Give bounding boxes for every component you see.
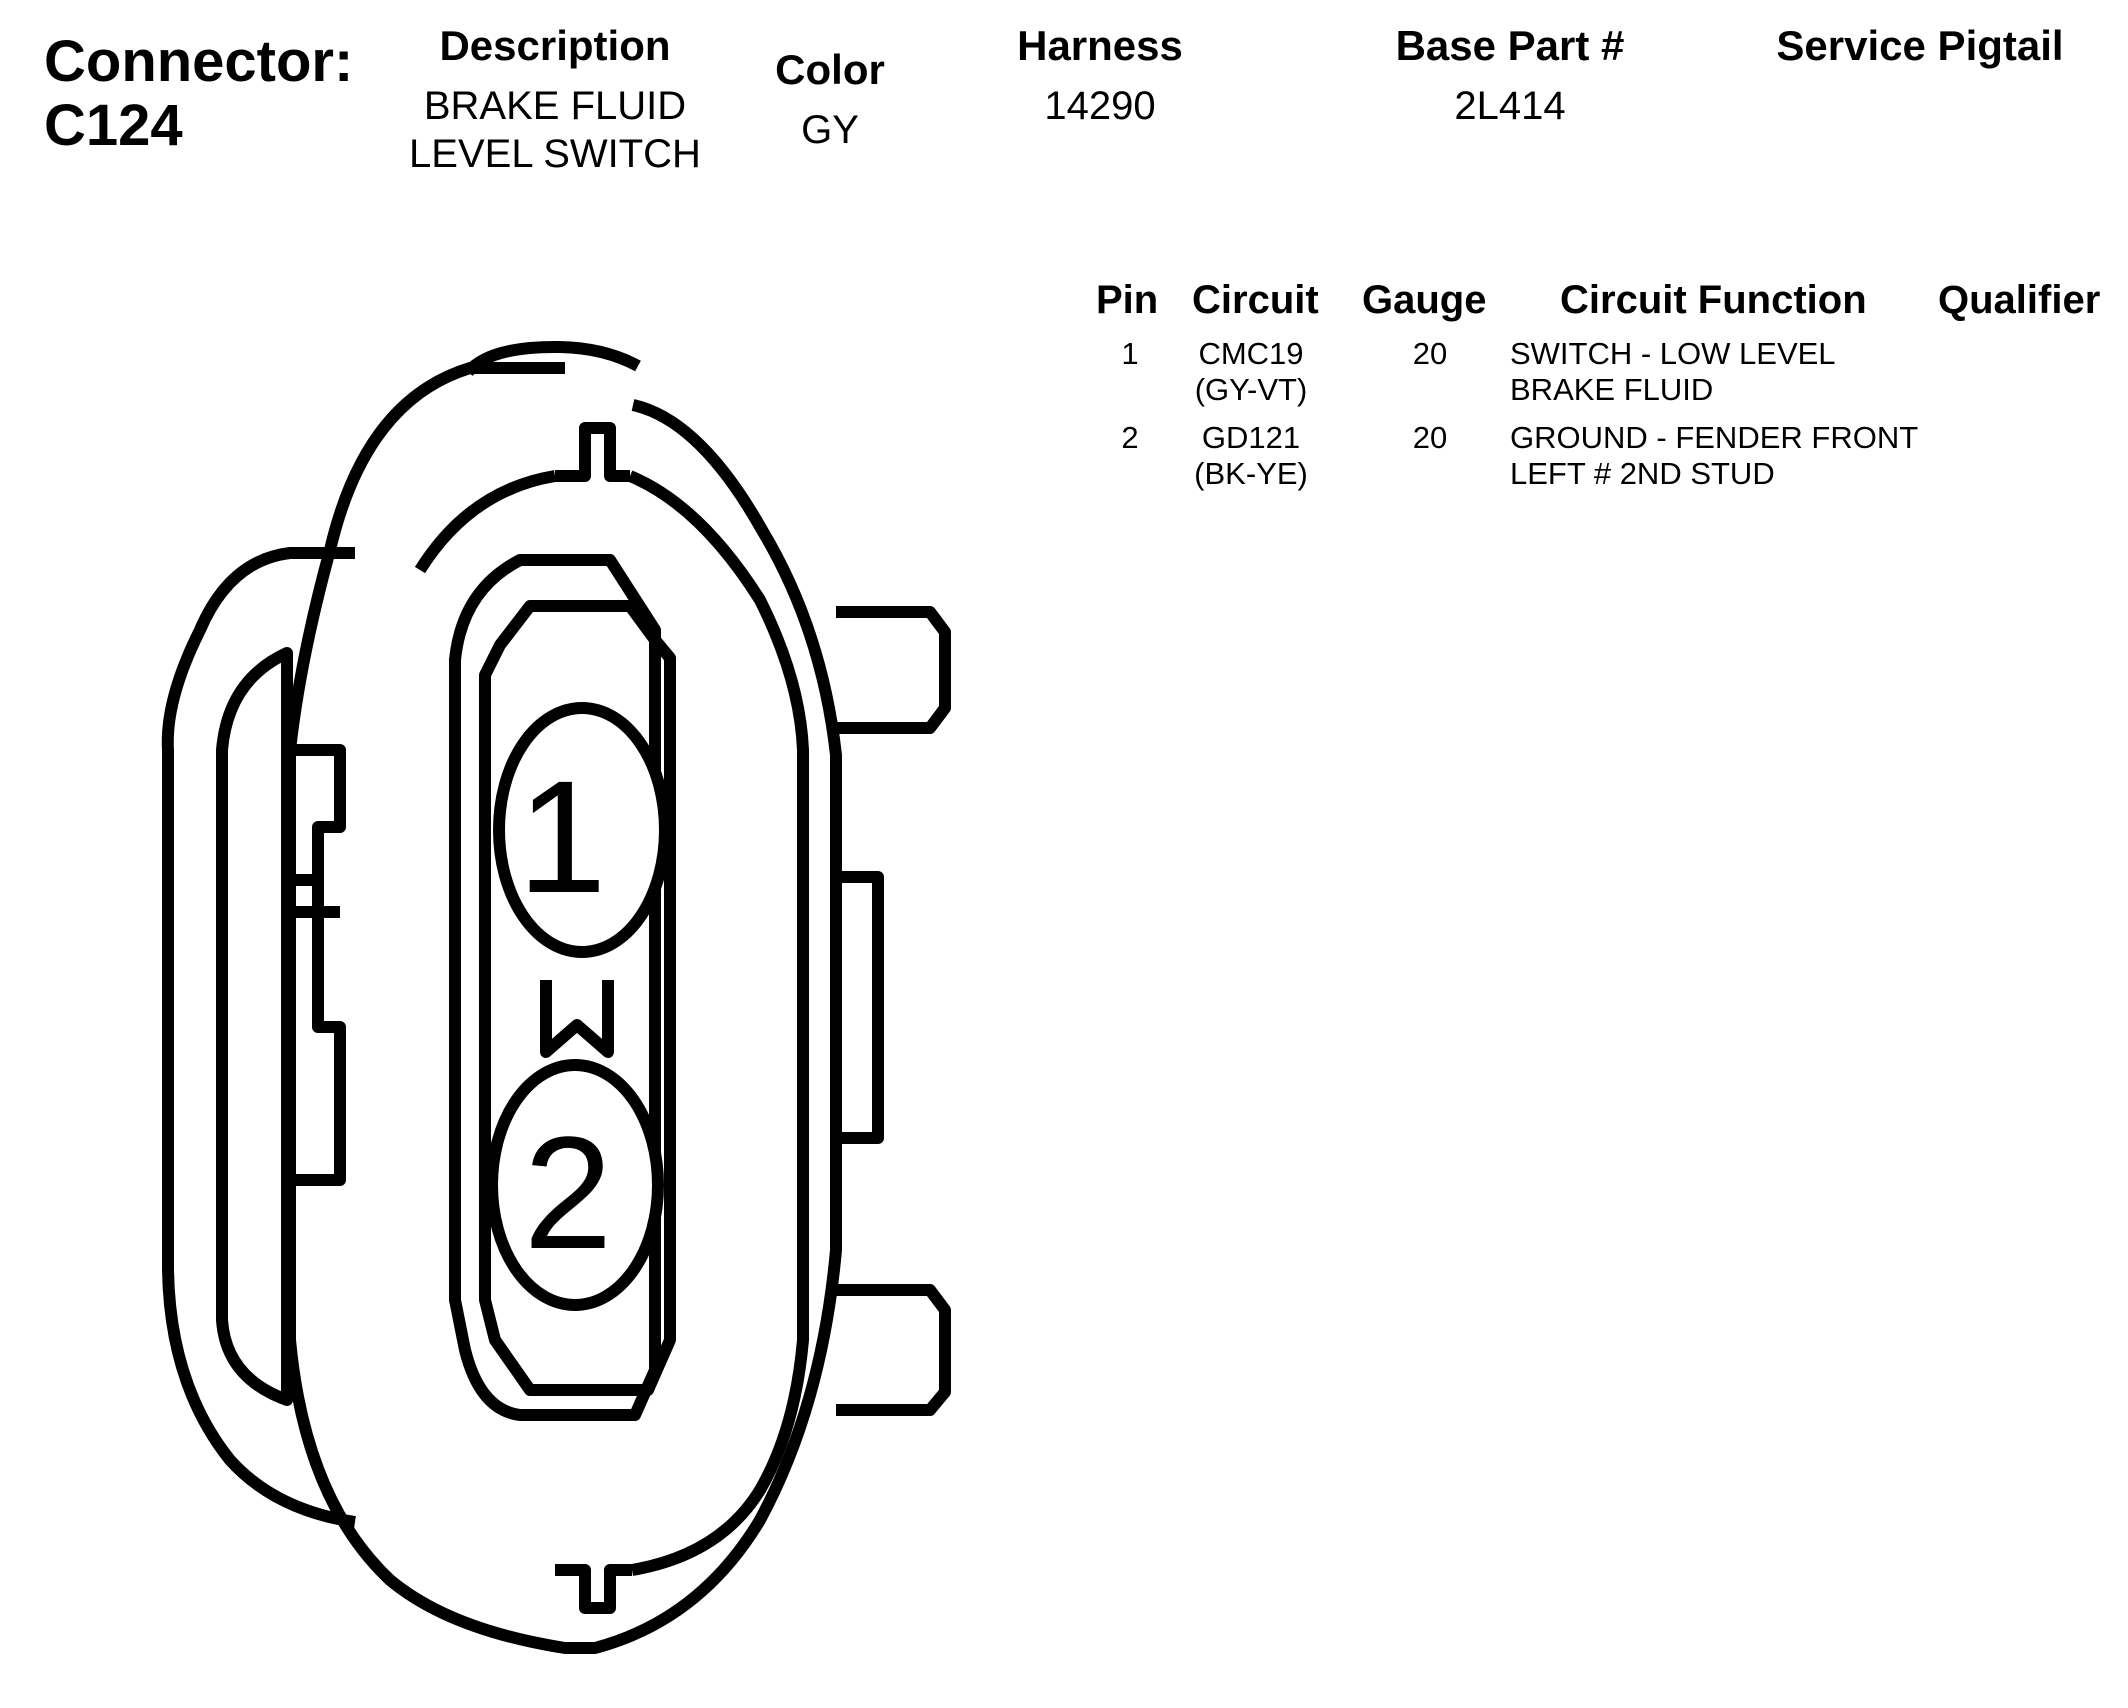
harness-label: Harness <box>1017 22 1183 69</box>
column-header-gauge: Gauge <box>1362 278 1487 322</box>
pin-1-circle <box>493 702 671 958</box>
pin-2-label: 2 <box>524 1103 613 1282</box>
column-header-pin: Pin <box>1096 278 1159 322</box>
description-label: Description <box>439 22 671 69</box>
pin-1-label: 1 <box>518 747 607 926</box>
row1-pin: 1 <box>1121 336 1139 371</box>
housing-top-lobe <box>463 340 641 377</box>
connector-id: C124 <box>44 93 183 158</box>
housing-body-oval <box>284 362 842 1654</box>
housing-slot-left <box>216 647 293 1406</box>
color-value: GY <box>801 108 859 152</box>
description-value: BRAKE FLUID LEVEL SWITCH <box>409 84 701 176</box>
connector-title: Connector: C124 <box>44 30 353 158</box>
column-header-circuit-function: Circuit Function <box>1560 278 1867 322</box>
pin-2-circle <box>486 1059 664 1311</box>
right-tab-top <box>836 606 951 734</box>
right-tab-middle <box>836 871 884 1144</box>
housing-key-top <box>414 422 630 574</box>
service-pigtail-label: Service Pigtail <box>1776 22 2064 69</box>
row2-pin: 2 <box>1121 420 1139 455</box>
base-part-label: Base Part # <box>1395 22 1625 69</box>
row2-circuit: GD121 (BK-YE) <box>1194 420 1308 491</box>
harness-value: 14290 <box>1044 84 1156 128</box>
right-tab-bottom <box>836 1284 951 1416</box>
row1-function: SWITCH - LOW LEVEL BRAKE FLUID <box>1510 336 1835 407</box>
housing-key-bottom <box>555 1564 632 1614</box>
column-header-qualifier: Qualifier <box>1938 278 2101 322</box>
column-header-circuit: Circuit <box>1192 278 1319 322</box>
pin-cavity-inner <box>479 600 676 1396</box>
pin-table: Pin Circuit Gauge Circuit Function Quali… <box>1080 270 2128 500</box>
row1-gauge: 20 <box>1412 336 1448 371</box>
connector-label: Connector: <box>44 29 354 94</box>
housing-outer-left <box>161 547 356 1528</box>
pin-cavity-outer <box>449 554 661 1421</box>
housing-right-arc <box>627 470 809 1576</box>
color-label: Color <box>775 46 885 93</box>
row1-circuit: CMC19 (GY-VT) <box>1194 336 1308 407</box>
row2-gauge: 20 <box>1412 420 1448 455</box>
connector-face-diagram: 1 2 <box>161 340 951 1654</box>
base-part-value: 2L414 <box>1454 84 1566 128</box>
row2-function: GROUND - FENDER FRONT LEFT # 2ND STUD <box>1510 420 1918 491</box>
polarization-wedge <box>540 980 614 1058</box>
